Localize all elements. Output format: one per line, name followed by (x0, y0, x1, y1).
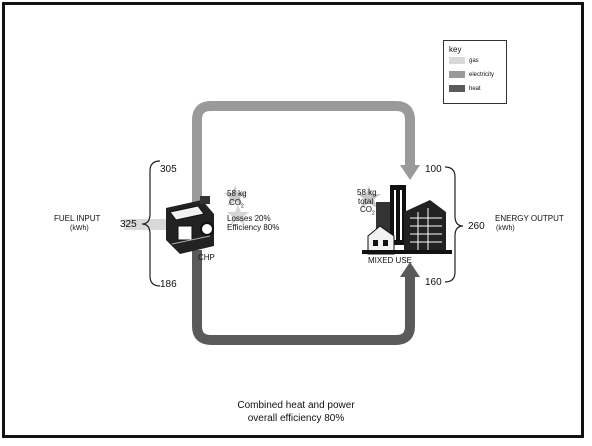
energy-output-unit: (kWh) (496, 225, 515, 232)
heat-arrowhead (400, 262, 420, 277)
chp-losses: Losses 20% (227, 214, 271, 223)
legend-item-heat: heat (449, 85, 481, 93)
legend: key gas electricity heat (443, 40, 507, 104)
mixed-use-co2-unit: CO2 (360, 205, 375, 217)
electricity-arrowhead (400, 165, 420, 180)
chp-label: CHP (198, 253, 215, 262)
mixed-use-label: MIXED USE (368, 256, 413, 265)
caption-line-1: Combined heat and power (237, 400, 355, 411)
heat-flow-arrow (192, 250, 415, 345)
heat-swatch (449, 85, 465, 92)
chp-engine-illustration (166, 196, 214, 254)
mixed-use-co2-value: 58 kg (357, 188, 377, 197)
electricity-delivered-value: 100 (425, 164, 442, 175)
legend-item-electricity: electricity (449, 71, 494, 79)
chp-co2-unit: CO2 (229, 198, 244, 210)
chp-loss-star (227, 205, 249, 225)
electricity-generated-value: 305 (160, 164, 177, 175)
legend-item-gas: gas (449, 57, 479, 65)
energy-output-label: ENERGY OUTPUT (495, 214, 564, 223)
right-brace (444, 166, 464, 283)
heat-generated-value: 186 (160, 279, 177, 290)
fuel-input-unit: (kWh) (70, 225, 89, 232)
mixed-use-co2-total: total (358, 197, 374, 206)
mixed-co2-star (357, 186, 381, 208)
heat-delivered-value: 160 (425, 277, 442, 288)
chp-co2-value: 58 kg (227, 189, 247, 198)
electricity-flow-arrow (192, 101, 415, 205)
energy-output-value: 260 (468, 221, 485, 232)
fuel-input-value: 325 (120, 219, 137, 230)
electricity-swatch (449, 71, 465, 78)
mixed-use-buildings-illustration (362, 185, 452, 255)
chp-efficiency: Efficiency 80% (227, 223, 280, 232)
caption-line-2: overall efficiency 80% (247, 413, 345, 424)
gas-swatch (449, 57, 465, 64)
legend-title: key (449, 45, 462, 54)
left-brace (141, 160, 161, 287)
chp-co2-star (224, 186, 246, 206)
fuel-input-label: FUEL INPUT (54, 214, 101, 223)
